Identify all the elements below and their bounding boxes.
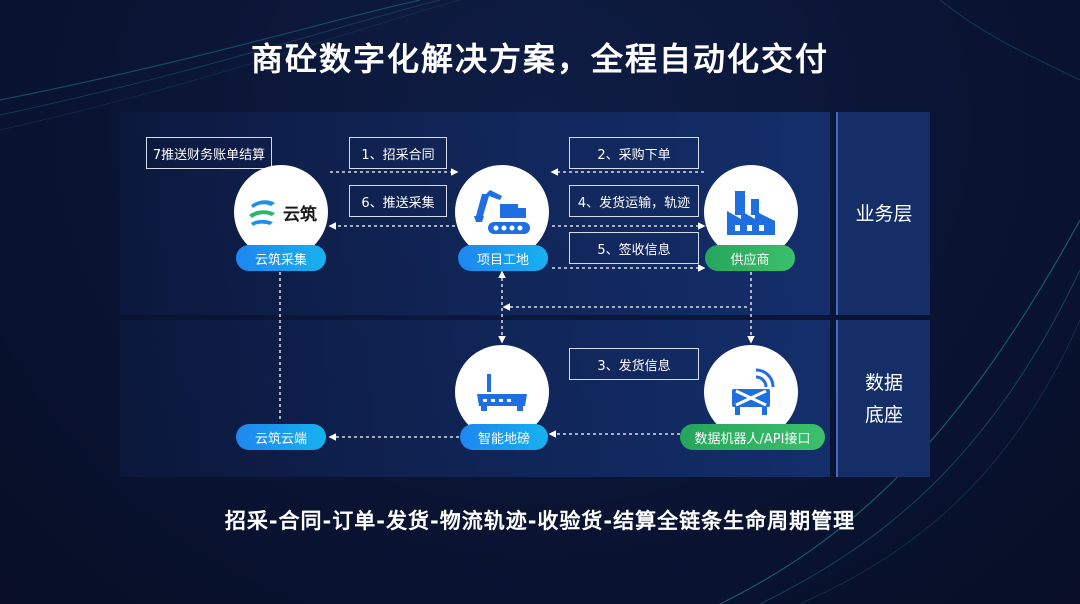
- step-2-box: 2、采购下单: [569, 137, 699, 169]
- router-icon: [732, 368, 775, 415]
- project-site-label: 项目工地: [476, 252, 529, 268]
- business-layer-label: 业务层: [838, 112, 930, 315]
- step-4-box: 4、发货运输，轨迹: [569, 185, 699, 217]
- yunzhu-logo-icon: [249, 200, 275, 226]
- data-robot-circle: [704, 345, 798, 439]
- step-6-box: 6、推送采集: [349, 185, 447, 217]
- page-title: 商砼数字化解决方案，全程自动化交付: [250, 40, 829, 78]
- step-2-label: 2、采购下单: [597, 147, 671, 163]
- step-1-label: 1、招采合同: [361, 147, 435, 163]
- yunzhu-logo-text: 云筑: [283, 204, 317, 225]
- data-robot-label: 数据机器人/API接口: [694, 431, 811, 447]
- supplier-label: 供应商: [730, 252, 770, 268]
- project-site-circle: [455, 165, 549, 259]
- step-7-box: 7推送财务账单结算: [146, 137, 272, 169]
- yunzhu-caiji-badge: 云筑采集: [236, 245, 326, 271]
- layer-divider: [836, 320, 838, 477]
- project-site-badge: 项目工地: [458, 245, 548, 271]
- step-4-label: 4、发货运输，轨迹: [577, 195, 691, 211]
- data-layer-label: 数据 底座: [838, 320, 930, 477]
- excavator-icon: [474, 190, 530, 234]
- factory-icon: [727, 191, 775, 235]
- step-5-box: 5、签收信息: [569, 232, 699, 264]
- data-layer-text-line1: 数据: [864, 371, 903, 394]
- layer-divider: [836, 112, 838, 315]
- step-3-box: 3、发货信息: [569, 348, 699, 380]
- supplier-circle: [704, 165, 798, 259]
- step-7-label: 7推送财务账单结算: [152, 147, 266, 163]
- weighbridge-icon: [477, 374, 527, 411]
- step-6-label: 6、推送采集: [361, 195, 435, 211]
- step-5-label: 5、签收信息: [597, 242, 671, 258]
- data-layer-text-line2: 底座: [864, 403, 903, 426]
- business-layer-text: 业务层: [855, 202, 913, 225]
- cloud-end-badge: 云筑云端: [236, 424, 326, 450]
- supplier-badge: 供应商: [705, 245, 795, 271]
- data-robot-badge: 数据机器人/API接口: [680, 424, 825, 450]
- smart-scale-circle: [455, 345, 549, 439]
- lifecycle-footer: 招采-合同-订单-发货-物流轨迹-收验货-结算全链条生命周期管理: [224, 509, 856, 533]
- yunzhu-caiji-label: 云筑采集: [254, 252, 307, 268]
- smart-scale-label: 智能地磅: [477, 431, 530, 447]
- smart-scale-badge: 智能地磅: [460, 424, 548, 450]
- cloud-end-label: 云筑云端: [254, 431, 307, 447]
- step-3-label: 3、发货信息: [597, 358, 671, 374]
- yunzhu-logo-circle: 云筑: [234, 165, 328, 259]
- step-1-box: 1、招采合同: [349, 137, 447, 169]
